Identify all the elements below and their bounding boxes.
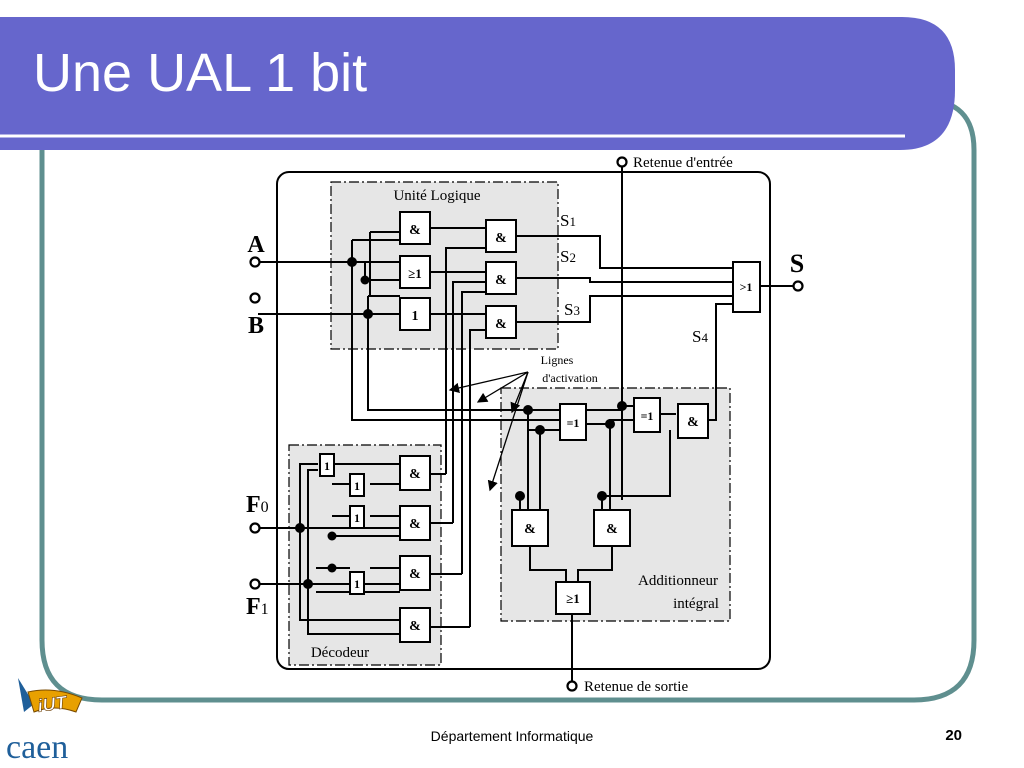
signal-s4-label: S4 (692, 327, 708, 346)
and-gate: & (399, 607, 431, 643)
and-gate: & (399, 555, 431, 591)
iut-caen-logo: iUT caen (6, 678, 83, 766)
xor-gate: =1 (559, 403, 587, 441)
not-gate: 1 (349, 571, 365, 595)
terminals (249, 156, 804, 692)
carry-in-terminal (616, 156, 628, 168)
adder-label-line2: intégral (673, 596, 719, 612)
not-gate: 1 (319, 453, 335, 477)
svg-text:&: & (495, 317, 507, 332)
svg-text:&: & (409, 517, 421, 532)
wires (258, 160, 795, 686)
and-gate: & (485, 219, 517, 253)
activation-lines-label-2: d'activation (542, 371, 597, 385)
and-gate: & (485, 261, 517, 295)
svg-text:&: & (495, 231, 507, 246)
activation-lines-label: Lignes (541, 353, 574, 367)
and-gate: & (593, 509, 631, 547)
logic-unit-label: Unité Logique (393, 188, 480, 204)
svg-text:&: & (495, 273, 507, 288)
logo-iut-text: iUT (36, 692, 69, 716)
input-b-label: B (248, 313, 264, 339)
slide-title: Une UAL 1 bit (33, 43, 368, 103)
or-gate: ≥1 (555, 581, 591, 615)
and-gate: & (511, 509, 549, 547)
and-gate: & (399, 505, 431, 541)
carry-out-label: Retenue de sortie (584, 679, 688, 695)
decoder-label: Décodeur (311, 645, 369, 661)
input-f0-label: F0 (246, 492, 269, 518)
svg-text:1: 1 (354, 511, 360, 525)
svg-text:=1: =1 (641, 409, 654, 423)
output-s-label: S (790, 249, 804, 278)
output-s-terminal (792, 280, 804, 292)
carry-out-terminal (566, 680, 578, 692)
carry-in-label: Retenue d'entrée (633, 155, 733, 171)
and-gate: & (399, 455, 431, 491)
not-gate: 1 (349, 505, 365, 529)
logo-caen-text: caen (6, 729, 68, 766)
activation-arrows (448, 371, 529, 492)
signal-s1-label: S1 (560, 211, 576, 230)
svg-text:=1: =1 (567, 416, 580, 430)
svg-text:≥1: ≥1 (408, 266, 422, 281)
alu-outline (276, 171, 771, 670)
not-gate: 1 (399, 297, 431, 331)
logo-swoosh (18, 678, 34, 712)
input-a-label: A (247, 232, 265, 258)
svg-text:&: & (409, 619, 421, 634)
footer-department: Département Informatique (430, 728, 594, 744)
svg-text:&: & (409, 223, 421, 238)
svg-text:>1: >1 (740, 280, 753, 294)
svg-text:&: & (606, 522, 618, 537)
svg-text:&: & (409, 467, 421, 482)
svg-text:&: & (524, 522, 536, 537)
input-f0-terminal (249, 522, 261, 534)
and-gate: & (399, 211, 431, 245)
not-gate: 1 (349, 473, 365, 497)
svg-text:1: 1 (412, 309, 419, 324)
content-border (39, 97, 977, 703)
junctions (295, 257, 627, 589)
output-or-gate: >1 (732, 261, 761, 313)
svg-text:≥1: ≥1 (566, 591, 580, 606)
slide-page-number: 20 (945, 727, 962, 744)
adder-label-line1: Additionneur (638, 573, 718, 589)
title-bar (0, 17, 955, 150)
and-gate: & (677, 403, 709, 439)
input-b-terminal (249, 292, 261, 304)
svg-text:&: & (409, 567, 421, 582)
svg-text:1: 1 (354, 479, 360, 493)
svg-text:1: 1 (324, 459, 330, 473)
xor-gate: =1 (633, 397, 661, 433)
and-gate: & (485, 305, 517, 339)
input-f1-terminal (249, 578, 261, 590)
input-f1-label: F1 (246, 594, 269, 620)
signal-s2-label: S2 (560, 247, 576, 266)
signal-s3-label: S3 (564, 300, 580, 319)
svg-text:&: & (687, 415, 699, 430)
or-gate: ≥1 (399, 255, 431, 289)
svg-text:1: 1 (354, 577, 360, 591)
input-a-terminal (249, 256, 261, 268)
